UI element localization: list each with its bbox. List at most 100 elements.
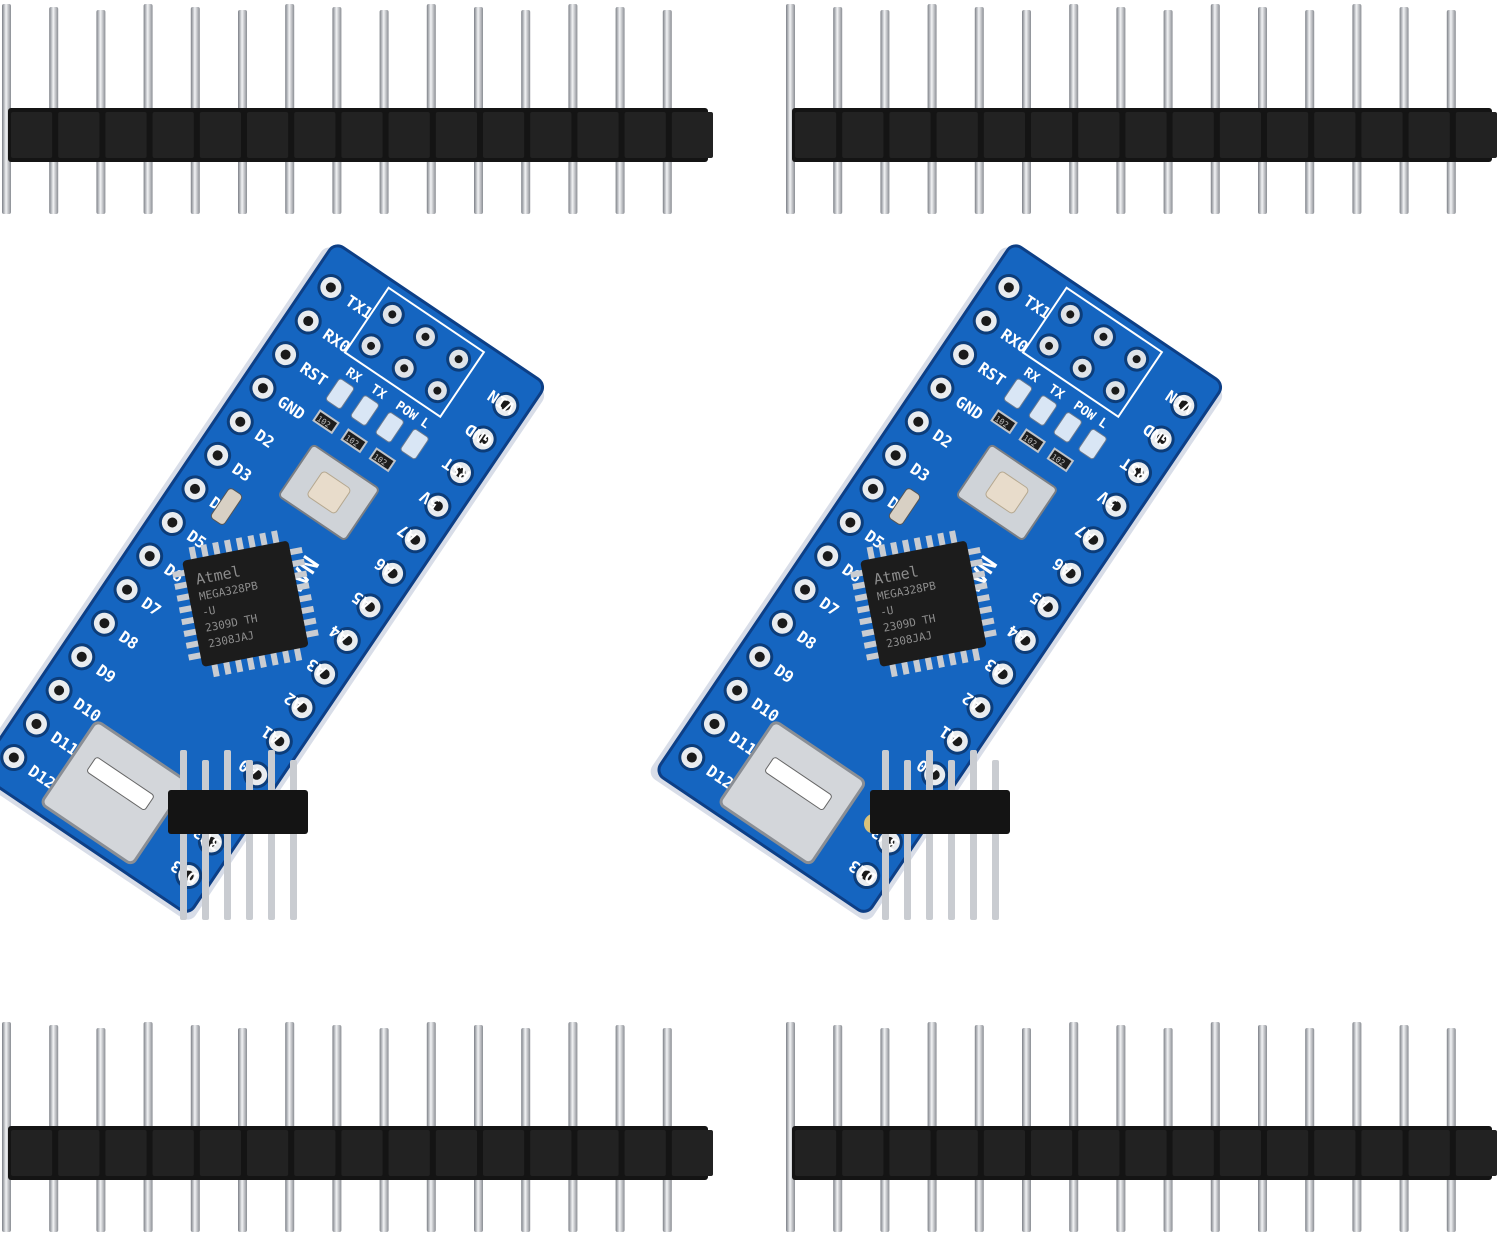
icsp-hole (433, 386, 442, 395)
chip-pin (977, 605, 993, 615)
nano-board: TX1RX0RSTGNDD2D3D4D5D6D7D8D9D10D11D12VIN… (0, 244, 820, 942)
pin-hole (364, 601, 375, 612)
header-pin (970, 750, 977, 920)
pin-hole (296, 702, 307, 713)
pin-hole (1065, 568, 1076, 579)
header-pin (2, 4, 11, 214)
led (325, 378, 355, 409)
header-segment (435, 112, 477, 158)
pin-hole (686, 752, 697, 763)
pin-hole (1003, 282, 1014, 293)
header-segment (842, 112, 884, 158)
header-pin (904, 760, 911, 920)
header-segment (983, 1130, 1025, 1176)
header-segment (152, 112, 194, 158)
chip-pin (270, 650, 279, 666)
pin-hole (913, 416, 924, 427)
header-segment (577, 112, 619, 158)
reset-button (307, 471, 351, 514)
pin-hole (709, 718, 720, 729)
header-segment (1314, 112, 1356, 158)
pin-hole (958, 349, 969, 360)
pin-hole (212, 450, 223, 461)
header-segment (199, 1130, 241, 1176)
pin-hole (257, 383, 268, 394)
header-pin (202, 760, 209, 920)
header-segment (388, 112, 430, 158)
chip-pin (975, 594, 990, 603)
chip-body (860, 541, 987, 667)
pin-header-strip (2, 1022, 718, 1237)
crystal (210, 488, 243, 525)
header-pin (992, 760, 999, 920)
chip-pin (901, 539, 911, 555)
chip-pin (912, 657, 922, 673)
led (375, 412, 404, 443)
pin-hole (325, 282, 336, 293)
pin-hole (997, 669, 1008, 680)
icsp-hole (367, 341, 376, 350)
header-segment (889, 1130, 931, 1176)
header-segment (388, 1130, 430, 1176)
pin-hole (144, 551, 155, 562)
pin-hole (99, 618, 110, 629)
icsp-hole (400, 364, 409, 373)
small-pin-header (168, 740, 313, 945)
header-segment (1455, 1130, 1497, 1176)
chip-pin (176, 593, 192, 602)
led (1053, 412, 1082, 443)
header-segment (842, 1130, 884, 1176)
header-segment (294, 1130, 336, 1176)
pin-hole (410, 534, 421, 545)
chip-pin (948, 650, 957, 666)
pin-hole (189, 483, 200, 494)
chip-pin (200, 544, 209, 559)
resistor (1046, 447, 1075, 473)
header-segment (1031, 1130, 1073, 1176)
header-segment (1172, 112, 1214, 158)
led-label: RX (1021, 365, 1043, 386)
header-segment (105, 112, 147, 158)
pin-hole (319, 669, 330, 680)
pin-hole (500, 400, 511, 411)
header-segment (341, 1130, 383, 1176)
header-segment (1455, 112, 1497, 158)
icsp-hole (1132, 355, 1141, 364)
pin-hole (732, 685, 743, 696)
header-segment (1078, 1130, 1120, 1176)
led (1028, 395, 1057, 426)
chip-pin (234, 657, 244, 673)
pin-hole (1156, 434, 1167, 445)
chip-pin (294, 582, 310, 591)
led (400, 428, 429, 460)
header-segment (530, 112, 572, 158)
header-segment (11, 112, 53, 158)
header-segment (105, 1130, 147, 1176)
pin-hole (167, 517, 178, 528)
header-segment (1125, 112, 1167, 158)
header-segment (435, 1130, 477, 1176)
chip-pin (866, 651, 881, 661)
pin-hole (274, 736, 285, 747)
header-segment (58, 1130, 100, 1176)
chip-pin (900, 659, 910, 675)
pin-hole (1133, 467, 1144, 478)
chip-pin (259, 532, 268, 548)
pin-hole (251, 769, 262, 780)
icsp-outline (343, 286, 486, 419)
chip-pin (222, 659, 232, 675)
resistor (368, 447, 397, 473)
chip-pin (297, 594, 312, 603)
chip-pin (235, 537, 245, 553)
pin-hole (1088, 534, 1099, 545)
crystal (888, 488, 921, 525)
header-segment (1361, 1130, 1403, 1176)
pin-header-strip (786, 4, 1500, 219)
header-pin (926, 750, 933, 920)
pin-hole (122, 584, 133, 595)
chip-pin (188, 651, 203, 661)
chip-pin (293, 646, 303, 662)
pin-hole (8, 752, 19, 763)
header-pin (268, 750, 275, 920)
